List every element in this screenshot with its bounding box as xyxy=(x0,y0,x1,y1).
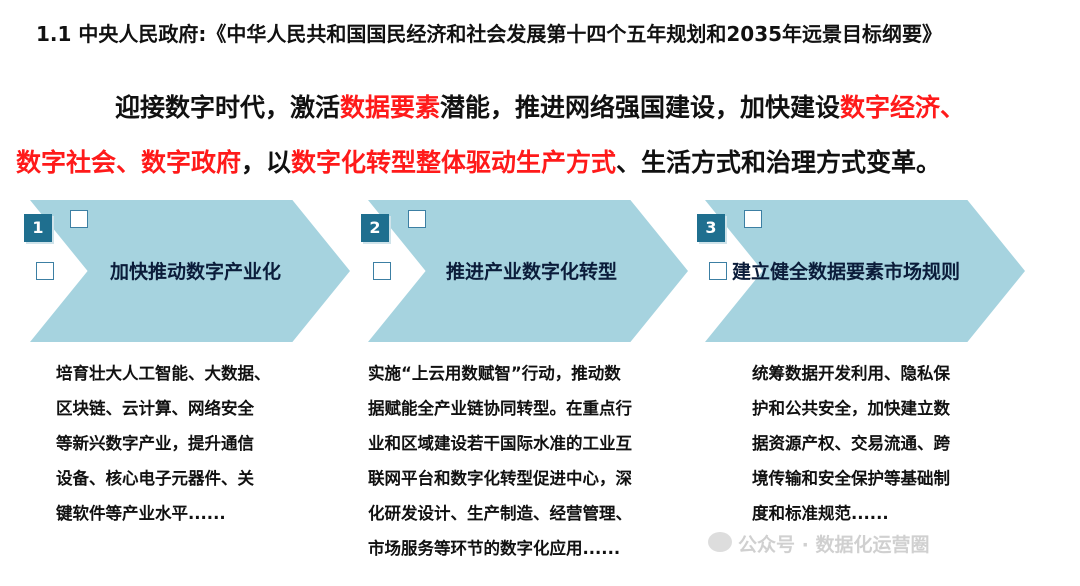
desc-line: 键软件等产业水平...... xyxy=(56,504,226,523)
desc-line: 统筹数据开发利用、隐私保 xyxy=(752,364,950,383)
checkbox-icon xyxy=(373,262,391,280)
checkbox-icon xyxy=(709,262,727,280)
checkbox-icon xyxy=(744,210,762,228)
desc-line: 护和公共安全，加快建立数 xyxy=(752,399,950,418)
desc-line: 区块链、云计算、网络安全 xyxy=(56,399,254,418)
step-description-3: 统筹数据开发利用、隐私保 护和公共安全，加快建立数 据资源产权、交易流通、跨 境… xyxy=(752,356,950,531)
desc-line: 培育壮大人工智能、大数据、 xyxy=(56,364,271,383)
desc-line: 化研发设计、生产制造、经营管理、 xyxy=(368,504,632,523)
step-title-2: 推进产业数字化转型 xyxy=(446,261,618,283)
lead-text: 潜能，推进网络强国建设，加快建设 xyxy=(440,93,841,122)
desc-line: 实施“上云用数赋智”行动，推动数 xyxy=(368,364,621,383)
desc-line: 业和区域建设若干国际水准的工业互 xyxy=(368,434,632,453)
checkbox-icon xyxy=(408,210,426,228)
desc-line: 市场服务等环节的数字化应用...... xyxy=(368,539,621,558)
lead-line-1: 迎接数字时代，激活数据要素潜能，推进网络强国建设，加快建设数字经济、 xyxy=(10,88,1070,124)
desc-line: 设备、核心电子元器件、关 xyxy=(56,469,254,488)
lead-text: 迎接数字时代，激活 xyxy=(114,93,340,122)
step-title-1: 加快推动数字产业化 xyxy=(110,261,282,283)
checkbox-icon xyxy=(70,210,88,228)
lead-highlight: 数字经济、 xyxy=(840,93,966,122)
checkbox-icon xyxy=(36,262,54,280)
desc-line: 度和标准规范...... xyxy=(752,504,889,523)
desc-line: 联网平台和数字化转型促进中心，深 xyxy=(368,469,632,488)
step-description-2: 实施“上云用数赋智”行动，推动数 据赋能全产业链协同转型。在重点行 业和区域建设… xyxy=(368,356,632,566)
step-description-1: 培育壮大人工智能、大数据、 区块链、云计算、网络安全 等新兴数字产业，提升通信 … xyxy=(56,356,271,531)
step-badge-1: 1 xyxy=(24,214,52,242)
lead-highlight: 数字社会、数字政府 xyxy=(16,148,242,177)
step-badge-2: 2 xyxy=(361,214,389,242)
wechat-icon xyxy=(708,532,732,552)
lead-text: ，以 xyxy=(241,148,292,177)
step-badge-3: 3 xyxy=(697,214,725,242)
lead-highlight: 数字化转型整体驱动生产方式 xyxy=(291,148,617,177)
step-title-3: 建立健全数据要素市场规则 xyxy=(732,261,961,283)
lead-text: 、生活方式和治理方式变革。 xyxy=(616,148,942,177)
desc-line: 据赋能全产业链协同转型。在重点行 xyxy=(368,399,632,418)
lead-highlight: 数据要素 xyxy=(339,93,440,122)
desc-line: 据资源产权、交易流通、跨 xyxy=(752,434,950,453)
desc-line: 境传输和安全保护等基础制 xyxy=(752,469,950,488)
page-title: 1.1 中央人民政府:《中华人民共和国国民经济和社会发展第十四个五年规划和203… xyxy=(36,22,943,46)
lead-line-2: 数字社会、数字政府，以数字化转型整体驱动生产方式、生活方式和治理方式变革。 xyxy=(16,143,1076,179)
watermark: 公众号 · 数据化运营圈 xyxy=(738,534,930,556)
desc-line: 等新兴数字产业，提升通信 xyxy=(56,434,254,453)
